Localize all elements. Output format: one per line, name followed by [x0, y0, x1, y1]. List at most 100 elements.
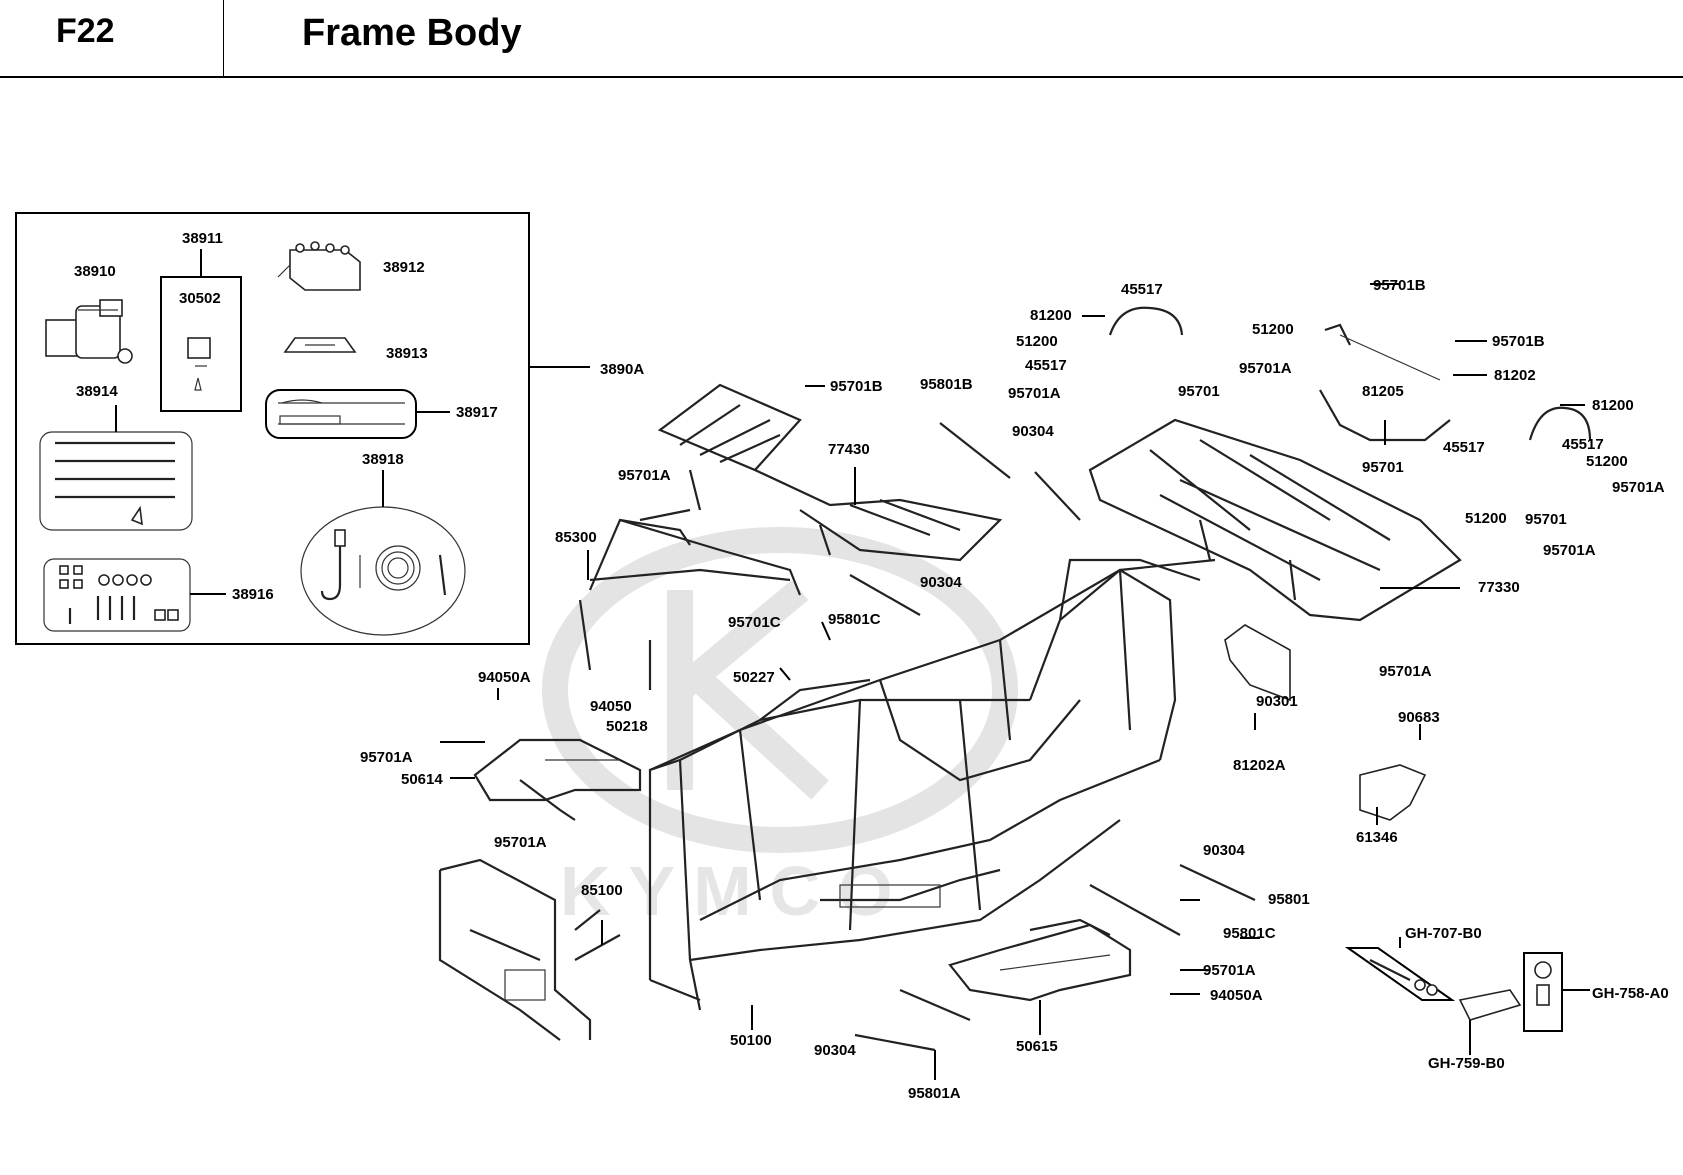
label-38913: 38913 — [386, 345, 428, 362]
label-90304-1: 90304 — [1012, 423, 1054, 440]
footrest-left — [473, 738, 642, 821]
kit-box — [15, 212, 530, 645]
winch-kit-group — [15, 212, 590, 645]
front-bumper — [438, 858, 621, 1041]
label-95801c-1: 95801C — [828, 611, 881, 628]
relay-icon — [277, 241, 361, 291]
watermark-logo: KYMCO — [542, 527, 1018, 930]
label-95701a-5: 95701A — [1239, 360, 1292, 377]
label-95701a-8: 95701A — [1543, 542, 1596, 559]
page-header: F22 Frame Body — [0, 0, 1683, 78]
label-38910: 38910 — [74, 263, 116, 280]
part-labels: 3890A 38910 38911 30502 38912 38913 3891… — [74, 230, 1669, 1102]
label-90304-2: 90304 — [920, 574, 962, 591]
label-95701b-2: 95701B — [1373, 277, 1426, 294]
label-95701c: 95701C — [728, 614, 781, 631]
label-95701b-1: 95701B — [830, 378, 883, 395]
hitch-parts — [1344, 937, 1590, 1055]
label-94050a-1: 94050A — [478, 669, 531, 686]
header-divider — [223, 0, 224, 76]
label-51200-a: 51200 — [1252, 321, 1294, 338]
label-61346: 61346 — [1356, 829, 1398, 846]
label-gh-759-b0: GH-759-B0 — [1428, 1055, 1505, 1072]
label-94050: 94050 — [590, 698, 632, 715]
front-guard — [578, 508, 802, 690]
label-85100: 85100 — [581, 882, 623, 899]
label-95701b-3: 95701B — [1492, 333, 1545, 350]
label-50227: 50227 — [733, 669, 775, 686]
label-95701-a: 95701 — [1178, 383, 1220, 400]
label-90304-3: 90304 — [814, 1042, 856, 1059]
manual-box — [265, 389, 417, 439]
hook-cable-ellipse — [300, 506, 466, 636]
label-81202: 81202 — [1494, 367, 1536, 384]
hitch-758-box — [1523, 952, 1563, 1032]
label-30502: 30502 — [179, 290, 221, 307]
label-95701a-4: 95701A — [1203, 962, 1256, 979]
label-38918: 38918 — [362, 451, 404, 468]
label-94050a-2: 94050A — [1210, 987, 1263, 1004]
label-95801b: 95801B — [920, 376, 973, 393]
label-81200-a: 81200 — [1030, 307, 1072, 324]
label-81202a: 81202A — [1233, 757, 1286, 774]
label-81200-b: 81200 — [1592, 397, 1634, 414]
label-95701-c: 95701 — [1525, 511, 1567, 528]
label-77430: 77430 — [828, 441, 870, 458]
label-gh-758-a0: GH-758-A0 — [1592, 985, 1669, 1002]
label-90301: 90301 — [1256, 693, 1298, 710]
label-90683: 90683 — [1398, 709, 1440, 726]
label-95701a-1: 95701A — [618, 467, 671, 484]
label-50218: 50218 — [606, 718, 648, 735]
label-95701a-2: 95701A — [360, 749, 413, 766]
cables-box — [39, 431, 193, 531]
label-38914: 38914 — [76, 383, 118, 400]
label-38916: 38916 — [232, 586, 274, 603]
label-95801a: 95801A — [908, 1085, 961, 1102]
switch-icon — [187, 337, 211, 391]
label-38911: 38911 — [182, 230, 223, 247]
footrest-right — [948, 918, 1132, 1002]
label-38917: 38917 — [456, 404, 498, 421]
label-45517-a: 45517 — [1121, 281, 1163, 298]
label-95801c-2: 95801C — [1223, 925, 1276, 942]
front-rack — [657, 383, 1003, 562]
label-95701-b: 95701 — [1362, 459, 1404, 476]
label-81205: 81205 — [1362, 383, 1404, 400]
label-45517-b: 45517 — [1025, 357, 1067, 374]
page-title: Frame Body — [302, 12, 522, 54]
label-51200-b: 51200 — [1016, 333, 1058, 350]
mount-bracket-icon — [283, 337, 357, 353]
label-95701a-3: 95701A — [494, 834, 547, 851]
winch-icon — [45, 299, 133, 364]
label-51200-c: 51200 — [1586, 453, 1628, 470]
label-51200-d: 51200 — [1465, 510, 1507, 527]
label-85300: 85300 — [555, 529, 597, 546]
watermark-text: KYMCO — [560, 852, 911, 930]
cables-icon — [55, 441, 175, 526]
manual-icon — [278, 399, 405, 425]
label-77330: 77330 — [1478, 579, 1520, 596]
label-95701a-9: 95701A — [1379, 663, 1432, 680]
label-50615: 50615 — [1016, 1038, 1058, 1055]
rear-rack — [1088, 418, 1462, 622]
label-95701a-7: 95701A — [1612, 479, 1665, 496]
leader-lines — [440, 283, 1585, 1080]
label-3890a: 3890A — [600, 361, 644, 378]
label-50614: 50614 — [401, 771, 443, 788]
label-95701a-6: 95701A — [1008, 385, 1061, 402]
hitch-707-box — [1344, 947, 1456, 1001]
label-45517-d: 45517 — [1562, 436, 1604, 453]
hardware-icon — [59, 565, 179, 624]
label-95801: 95801 — [1268, 891, 1310, 908]
hook-cable-icon — [320, 529, 447, 601]
long-bolts — [849, 422, 1256, 1052]
label-90304-4: 90304 — [1203, 842, 1245, 859]
label-45517-c: 45517 — [1443, 439, 1485, 456]
label-38912: 38912 — [383, 259, 425, 276]
rear-handle-parts — [1108, 306, 1592, 821]
label-gh-707-b0: GH-707-B0 — [1405, 925, 1482, 942]
section-code: F22 — [56, 12, 115, 50]
label-50100: 50100 — [730, 1032, 772, 1049]
main-frame — [648, 558, 1216, 1011]
